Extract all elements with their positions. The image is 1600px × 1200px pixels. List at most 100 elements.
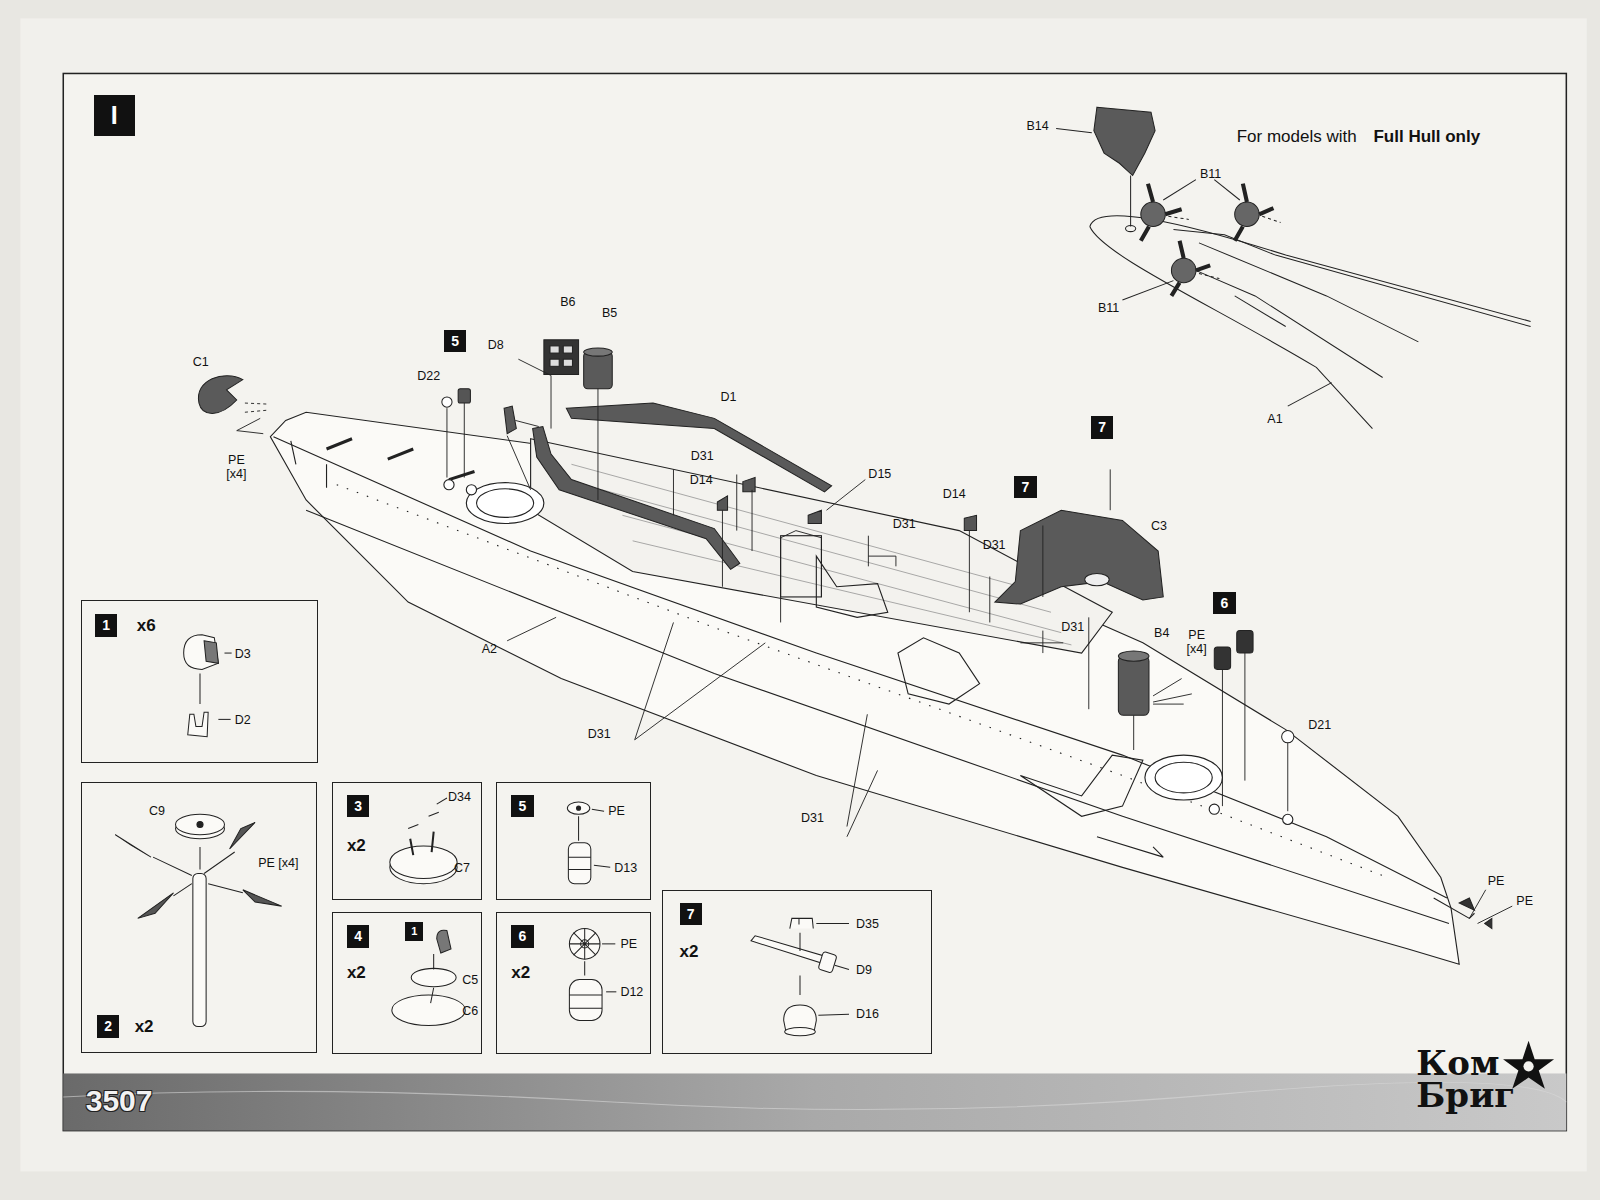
part-label: A2 <box>482 642 497 656</box>
sub-assembly-art-shape <box>835 965 849 969</box>
leader-lines-shape <box>781 531 822 623</box>
part-label: D35 <box>856 917 879 931</box>
ship-hull-shape <box>1145 755 1223 800</box>
part-label: PE [x4] <box>1183 628 1211 657</box>
sub-assembly-art-shape <box>408 812 439 828</box>
ship-parts-shape <box>442 397 452 407</box>
part-label: D31 <box>1061 620 1084 634</box>
sub-assembly-art-shape <box>243 890 282 906</box>
full-hull-inset-shape <box>1171 241 1210 296</box>
leader-lines-shape <box>989 577 990 623</box>
step-number: 6 <box>1213 592 1235 614</box>
part-label: D21 <box>1308 718 1331 732</box>
full-hull-inset-shape <box>1090 227 1373 429</box>
part-label: D8 <box>488 338 504 352</box>
part-label: C3 <box>1151 519 1167 533</box>
quantity-mark: x2 <box>347 963 366 983</box>
full-hull-inset-shape <box>1214 180 1240 200</box>
leader-lines-shape <box>1222 669 1223 806</box>
ship-parts-shape <box>550 346 559 353</box>
sheet <box>20 18 1586 1171</box>
leader-lines-shape <box>464 403 465 477</box>
sub-assembly-art-shape <box>188 712 208 736</box>
sub-assembly-art-shape <box>594 865 610 867</box>
ship-hull-shape <box>444 480 454 490</box>
leader-lines-shape <box>722 510 723 587</box>
ship-parts-shape <box>1237 631 1253 653</box>
sub-assembly-art-shape <box>218 719 230 720</box>
ship-parts-shape <box>717 478 976 531</box>
step-number: 2 <box>97 1015 119 1037</box>
part-label: D13 <box>614 861 637 875</box>
sub-assembly-art <box>115 635 849 1036</box>
leader-lines-shape <box>1133 715 1134 750</box>
leader-lines-shape <box>507 436 530 490</box>
ship-parts-shape <box>995 510 1163 604</box>
sub-assembly-art-shape <box>569 929 600 960</box>
sub-assembly-art-shape <box>790 918 813 928</box>
leader-lines-shape <box>1153 679 1192 705</box>
part-label: D31 <box>588 727 611 741</box>
quantity-mark: x2 <box>511 963 530 983</box>
sub-assembly-art-shape <box>230 822 256 849</box>
sub-assembly-box: 3x2D34C7 <box>332 782 482 900</box>
part-label: D15 <box>868 467 891 481</box>
sub-assembly-art-shape <box>602 943 615 944</box>
full-hull-inset-shape <box>1141 202 1165 226</box>
part-label: D3 <box>235 647 251 661</box>
note-text: For models with <box>1237 127 1357 147</box>
part-label: PE <box>608 804 625 818</box>
part-label: C7 <box>454 861 470 875</box>
full-hull-inset-shape <box>1090 216 1531 322</box>
sub-assembly-art-shape <box>578 816 579 840</box>
step-number: 5 <box>511 795 533 817</box>
part-label: B11 <box>1098 301 1119 315</box>
sub-assembly-box: 6x2PED12 <box>496 912 651 1054</box>
leader-lines-shape <box>1042 526 1043 597</box>
full-hull-inset-shape <box>1235 296 1286 327</box>
full-hull-inset-shape <box>1168 216 1280 278</box>
sub-assembly-art-shape <box>818 1014 849 1015</box>
leader-lines-shape <box>1469 890 1512 924</box>
sub-assembly-art-shape <box>197 821 203 827</box>
part-label: PE <box>1488 874 1505 888</box>
ship-hull-shape <box>1020 755 1142 816</box>
full-hull-inset-shape <box>1189 267 1383 377</box>
leader-lines-shape <box>868 536 896 567</box>
leader-lines-shape <box>1244 653 1245 781</box>
part-label: D12 <box>620 985 643 999</box>
ship-hull-shape <box>898 638 980 704</box>
sub-assembly-art-shape <box>199 673 200 704</box>
full-hull-inset-shape <box>1235 184 1274 241</box>
step-number: I <box>94 95 135 136</box>
sub-assembly-art-shape <box>569 980 602 1021</box>
part-label: D9 <box>856 963 872 977</box>
ship-parts-shape <box>1118 656 1149 715</box>
part-label: C5 <box>462 973 478 987</box>
ship-parts-shape <box>1459 898 1492 929</box>
sub-assembly-art-shape <box>577 806 581 810</box>
full-hull-inset-shape <box>1171 258 1195 282</box>
part-label: D14 <box>943 487 966 501</box>
ship-parts-shape <box>566 403 831 492</box>
part-label: B5 <box>602 306 617 320</box>
full-hull-inset-shape <box>1094 107 1155 175</box>
sub-assembly-art-shape <box>184 635 219 670</box>
sub-assembly-art-shape <box>431 954 434 1003</box>
full-hull-inset-shape <box>1173 230 1530 327</box>
leader-lines-shape <box>1110 469 1111 510</box>
ship-hull-shape <box>273 437 1446 898</box>
leader-lines-shape <box>1020 631 1063 653</box>
step-number: 7 <box>1014 476 1036 498</box>
part-label: B11 <box>1200 167 1221 181</box>
sub-assembly-art-shape <box>569 929 600 960</box>
ship-parts-shape <box>563 346 572 353</box>
sub-assembly-box: C9PE [x4]2x2 <box>81 782 318 1053</box>
sub-assembly-box: 4x21C5C6 <box>332 912 482 1054</box>
sub-assembly-art-shape <box>138 893 174 919</box>
leader-lines-shape <box>515 359 598 500</box>
sub-assembly-art-shape <box>799 933 800 951</box>
sub-assembly-art-shape <box>224 653 231 654</box>
sub-assembly-art-shape <box>606 991 616 992</box>
